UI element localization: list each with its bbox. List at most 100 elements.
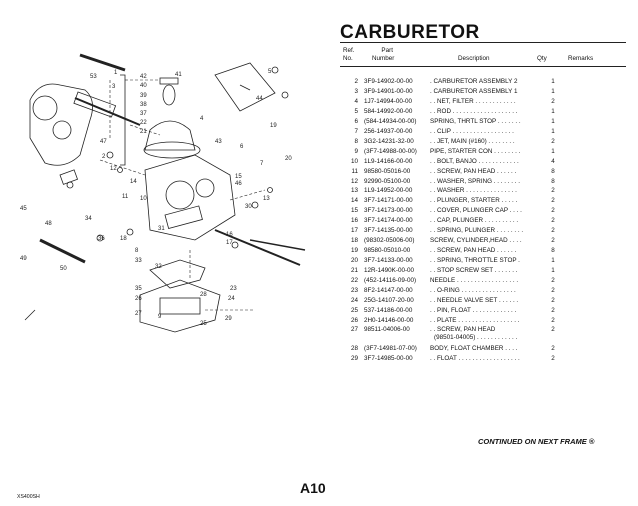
- cell-description: . . FLOAT . . . . . . . . . . . . . . . …: [430, 354, 542, 364]
- cell-description: BODY, FLOAT CHAMBER . . . .: [430, 344, 542, 354]
- cell-part-number: 584-14992-00-00: [364, 107, 413, 115]
- cell-ref-no: 8: [354, 137, 358, 145]
- cell-ref-no: 4: [354, 97, 358, 105]
- cell-ref-no: 12: [350, 177, 358, 185]
- float-bowl: [139, 279, 221, 333]
- description-text: . . FLOAT . . . . . . . . . . . . . . . …: [430, 354, 520, 362]
- table-row: 28(3F7-14981-07-00)BODY, FLOAT CHAMBER .…: [340, 344, 626, 354]
- cell-ref-no: 19: [350, 247, 358, 255]
- cell-part-number: 3F9-14902-00-00: [364, 78, 413, 85]
- cell-description: PIPE, STARTER CON . . . . . . . .: [430, 147, 542, 157]
- model-code: XS400SH: [17, 494, 40, 500]
- callout-label: 53: [90, 74, 97, 80]
- carburetor-body-left: [29, 83, 93, 166]
- callout-label: 35: [135, 286, 142, 292]
- header-underline: [340, 66, 626, 67]
- cell-part-number: 92990-05100-00: [364, 177, 411, 185]
- description-text: . . SCREW, PAN HEAD: [430, 325, 496, 333]
- cell-description: . . CAP, PLUNGER . . . . . . . . . .: [430, 216, 542, 226]
- callout-label: 25: [200, 321, 207, 327]
- cell-qty: 2: [551, 296, 555, 304]
- header-qty: Qty: [537, 55, 547, 62]
- header-remarks: Remarks: [568, 55, 594, 62]
- cell-part-number: 98511-04006-00: [364, 325, 410, 333]
- cell-description: . . COVER, PLUNGER CAP . . . .: [430, 206, 542, 216]
- callout-label: 44: [256, 96, 263, 102]
- cell-ref-no: 20: [350, 257, 358, 265]
- callout-label: 3: [112, 84, 116, 90]
- cell-remarks: [564, 226, 626, 236]
- cell-remarks: [564, 246, 626, 256]
- description-text: . . SPRING, PLUNGER . . . . . . . .: [430, 227, 524, 235]
- cell-part-number: (98302-05006-00): [364, 237, 415, 245]
- callout-label: 4: [200, 116, 204, 122]
- callout-label: 8: [135, 248, 139, 254]
- cell-qty: 2: [551, 277, 555, 285]
- cell-part-number: 3F7-14133-00-00: [364, 257, 413, 265]
- cell-part-number: (3F7-14988-00-00): [364, 147, 417, 155]
- cell-ref-no: 18: [350, 237, 358, 245]
- cell-ref-no: 9: [354, 147, 358, 155]
- cell-qty: 2: [551, 354, 555, 362]
- cell-remarks: [564, 296, 626, 306]
- header-ref-line2: No.: [343, 55, 353, 62]
- cell-ref-no: 22: [350, 277, 358, 285]
- callout-label: 28: [200, 292, 207, 298]
- callout-label: 22: [140, 120, 147, 126]
- cell-qty: 2: [551, 287, 555, 295]
- cell-remarks: [564, 354, 626, 364]
- description-text: SPRING, THRTL STOP . . . . . . .: [430, 117, 521, 125]
- cell-qty: 1: [551, 257, 555, 265]
- cell-ref-no: 2: [354, 78, 358, 85]
- cell-remarks: [564, 137, 626, 147]
- cell-qty: 8: [551, 247, 555, 255]
- cell-qty: 1: [551, 147, 555, 155]
- cell-part-number: (452-14116-09-00): [364, 277, 417, 285]
- cell-remarks: [564, 236, 626, 246]
- cell-description: . . NEEDLE VALVE SET . . . . . .: [430, 296, 542, 306]
- cell-part-number: 3F7-14135-00-00: [364, 227, 413, 235]
- cell-qty: 1: [551, 127, 555, 135]
- description-text: NEEDLE . . . . . . . . . . . . . . . . .…: [430, 277, 519, 285]
- callout-label: 21: [140, 129, 147, 135]
- continued-note: CONTINUED ON NEXT FRAME ®: [478, 437, 595, 446]
- callout-label: 36: [98, 236, 105, 242]
- cell-ref-no: 25: [350, 306, 358, 314]
- cell-ref-no: 17: [350, 227, 358, 235]
- callout-label: 15: [235, 174, 242, 180]
- cell-ref-no: 10: [350, 157, 358, 165]
- callout-label: 46: [235, 181, 242, 187]
- description-text: . . JET, MAIN (#160) . . . . . . . .: [430, 137, 515, 145]
- cell-qty: 2: [551, 207, 555, 215]
- header-part-line1: Part: [381, 47, 393, 54]
- header-ref: Ref. No.: [343, 47, 355, 63]
- callout-label: 19: [270, 123, 277, 129]
- cell-remarks: [564, 186, 626, 196]
- cell-remarks: [564, 316, 626, 326]
- cell-qty: 4: [551, 157, 555, 165]
- cell-remarks: [564, 266, 626, 276]
- cell-description: NEEDLE . . . . . . . . . . . . . . . . .…: [430, 276, 542, 286]
- cell-remarks: [564, 87, 626, 97]
- cell-description: . . PLATE . . . . . . . . . . . . . . . …: [430, 316, 542, 326]
- description-text: . . ROD . . . . . . . . . . . . . . . . …: [430, 107, 518, 115]
- cell-ref-no: 21: [350, 267, 358, 275]
- page-number: A10: [300, 480, 326, 496]
- cell-description: . . PIN, FLOAT . . . . . . . . . . . . .: [430, 306, 542, 316]
- cell-description: . CARBURETOR ASSEMBLY 1: [430, 87, 542, 97]
- callout-label: 43: [215, 139, 222, 145]
- callout-label: 38: [140, 102, 147, 108]
- cell-remarks: [564, 306, 626, 316]
- cell-qty: 8: [551, 177, 555, 185]
- callout-label: 49: [20, 256, 27, 262]
- cell-remarks: [564, 117, 626, 127]
- callout-label: 9: [158, 314, 162, 320]
